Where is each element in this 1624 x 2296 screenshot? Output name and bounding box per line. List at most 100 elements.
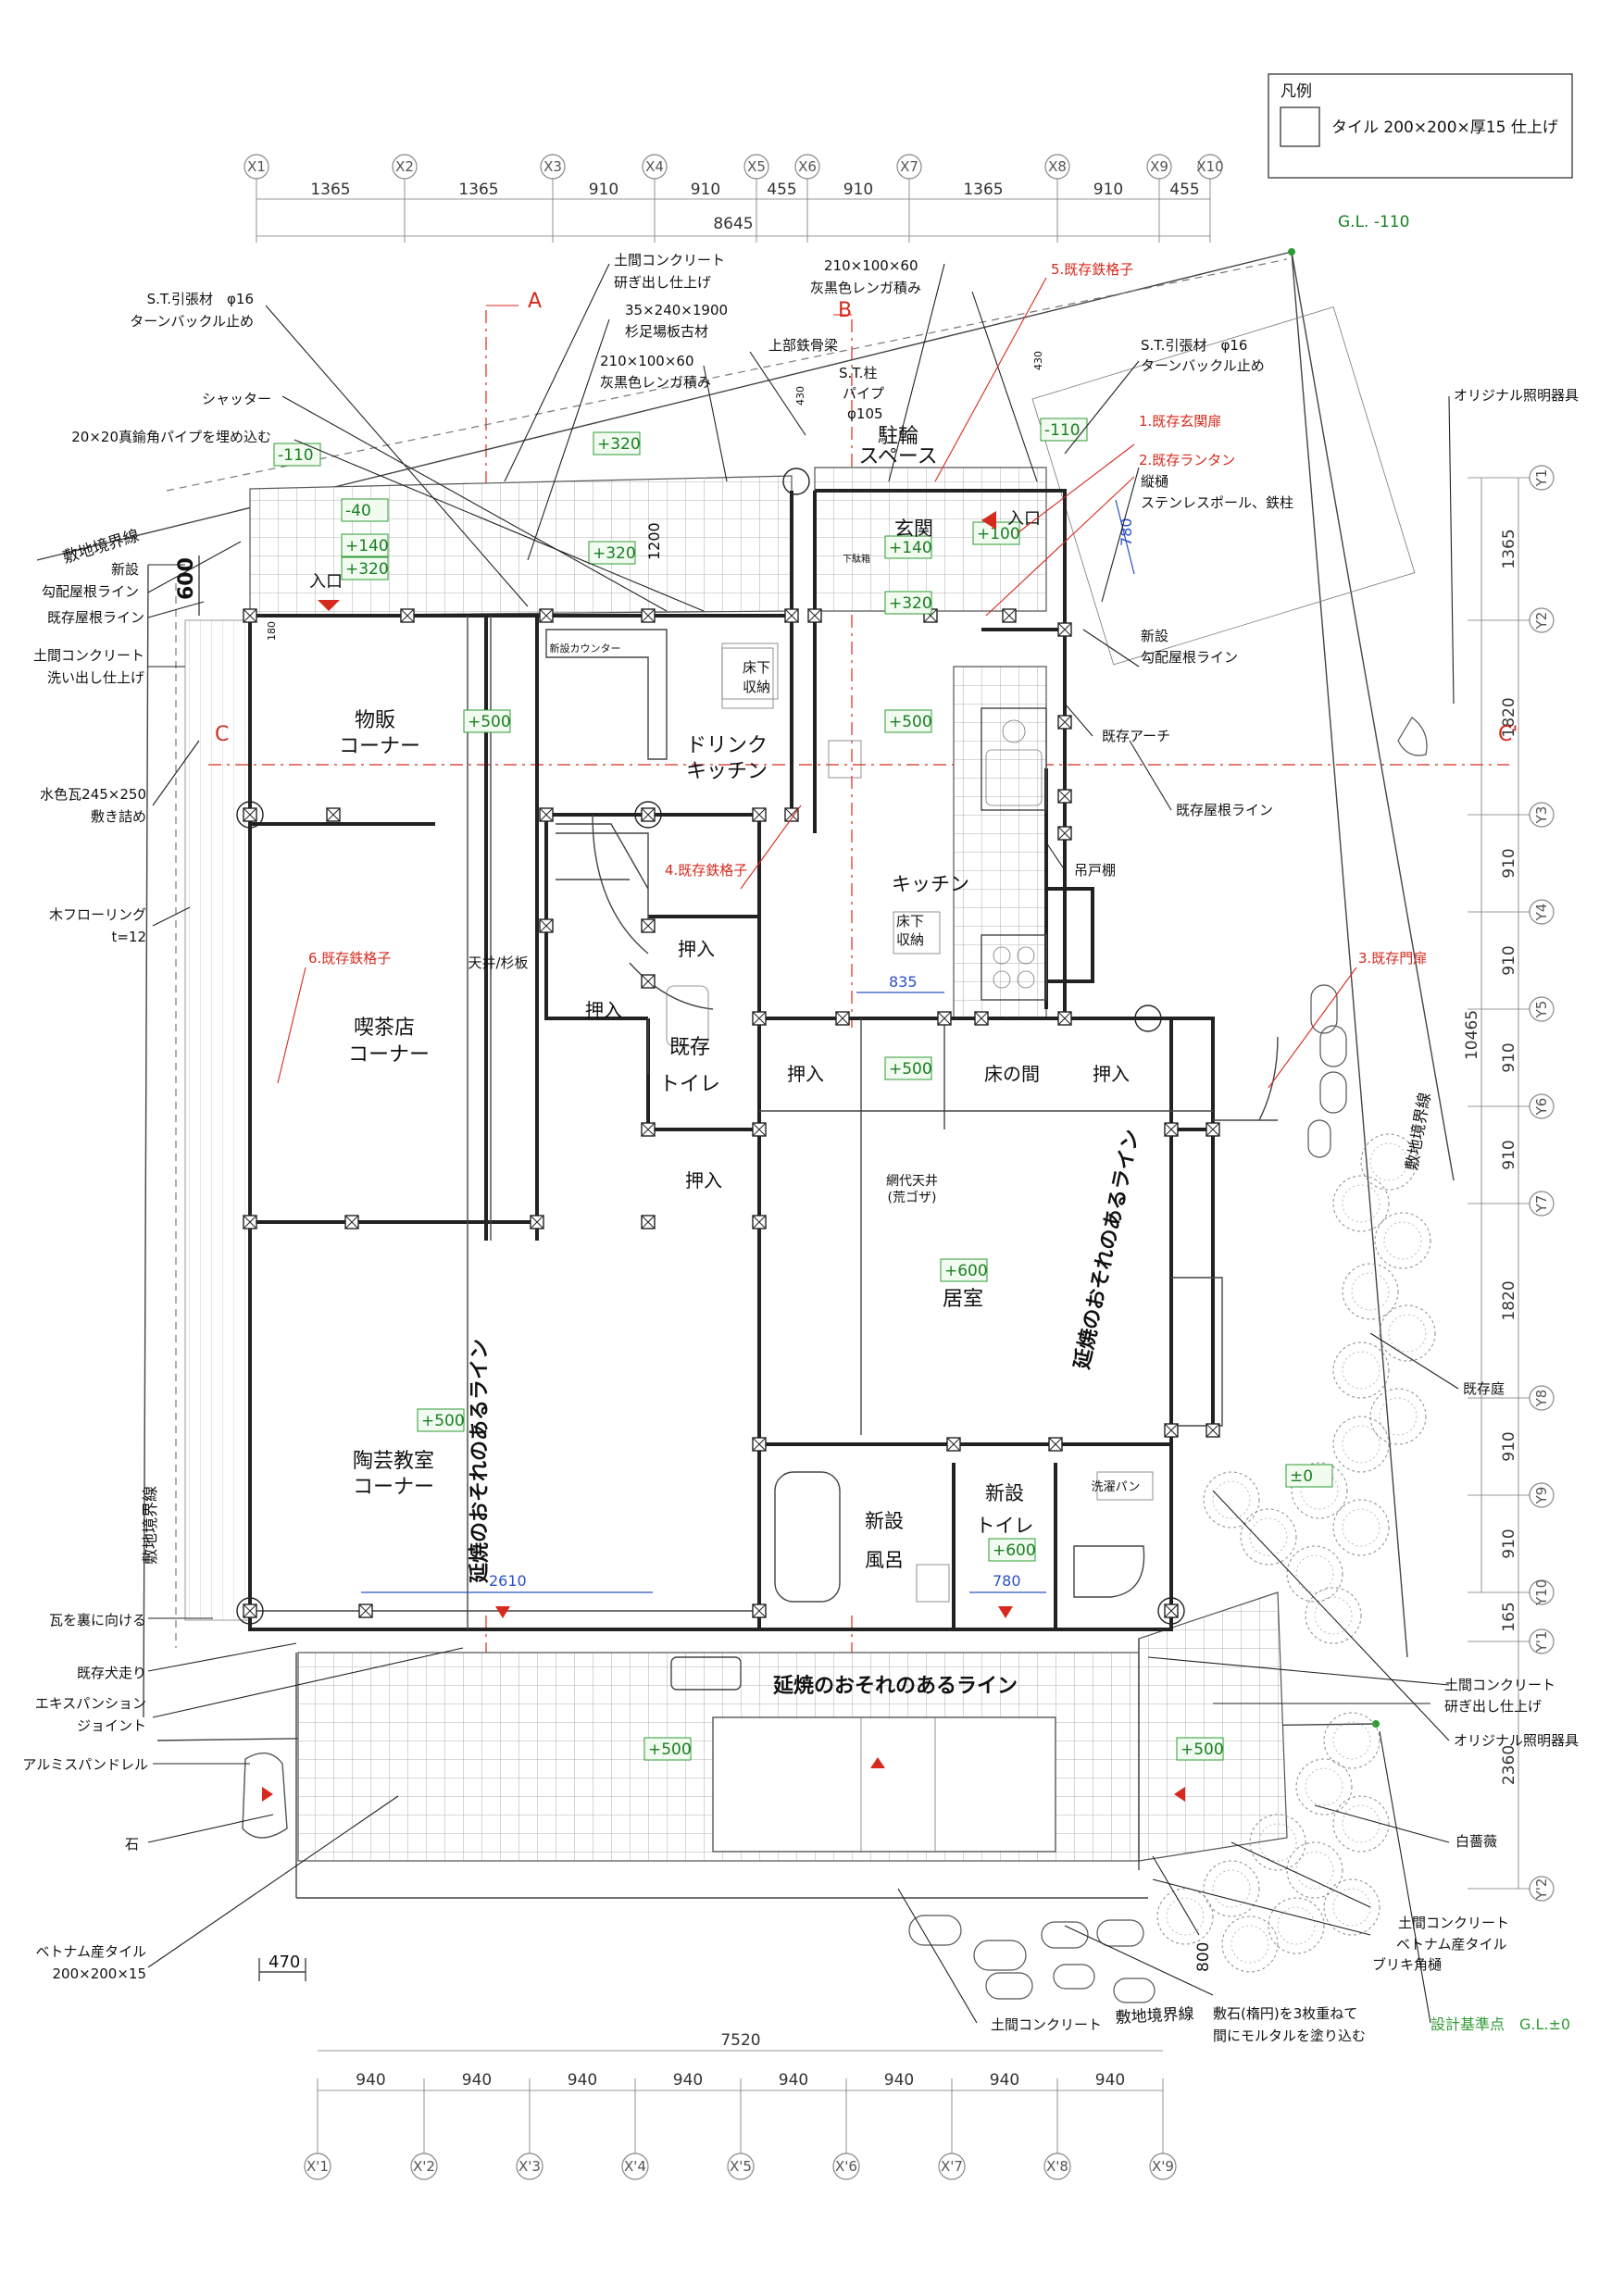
steel-column bbox=[236, 801, 264, 829]
level-tag-box bbox=[341, 533, 389, 557]
grid-span: 1820 bbox=[1500, 697, 1518, 737]
grid-label: X'2 bbox=[413, 2158, 435, 2175]
stepping-stone bbox=[1310, 984, 1338, 1034]
shrub bbox=[1268, 1897, 1325, 1954]
dim-1200: 1200 bbox=[645, 522, 663, 560]
level-tag: +500 bbox=[1181, 1741, 1224, 1759]
note-red-lattice-5: 5.既存鉄格子 bbox=[1051, 261, 1133, 278]
note-spandrel: アルミスパンドレル bbox=[22, 1756, 148, 1773]
grid-label: Y'2 bbox=[1533, 1878, 1550, 1901]
grid-label: Y1 bbox=[1533, 469, 1550, 488]
room-kitchen: キッチン bbox=[892, 873, 969, 895]
room-laundry: 洗濯パン bbox=[1092, 1480, 1141, 1494]
note-r-turnbuckle: ターンバックル止め bbox=[1141, 357, 1265, 374]
note-brick-2: 灰黒色レンガ積み bbox=[810, 280, 921, 296]
room-tokonoma: 床の間 bbox=[984, 1063, 1040, 1085]
note-stone: 石 bbox=[125, 1836, 139, 1853]
shrub bbox=[1249, 1814, 1306, 1871]
grid-span: 1365 bbox=[458, 181, 498, 199]
stepping-stone bbox=[1041, 1921, 1089, 1949]
room-entrance: 玄関 bbox=[894, 518, 933, 540]
note-st-column: S.T.柱 bbox=[839, 365, 877, 381]
level-tag-box bbox=[988, 1538, 1036, 1562]
leaders bbox=[147, 263, 1459, 2024]
room-toilet-new-1: 新設 bbox=[985, 1482, 1024, 1504]
note-r-pole: ステンレスポール、鉄柱 bbox=[1141, 494, 1293, 511]
grid-label: X'8 bbox=[1046, 2158, 1068, 2175]
note-r-togidashi: 研ぎ出し仕上げ bbox=[1444, 1698, 1542, 1715]
grid-label: X3 bbox=[543, 158, 562, 175]
shrub bbox=[1221, 1915, 1279, 1973]
grid-right: Y1Y2Y3Y4Y5Y6Y7Y8Y9Y10Y'1Y'21365182091091… bbox=[1463, 465, 1555, 1902]
level-tag: +140 bbox=[889, 539, 932, 557]
grid-label: Y5 bbox=[1533, 1001, 1550, 1019]
room-toilet-old-2: トイレ bbox=[659, 1073, 720, 1096]
stepping-stone bbox=[1307, 1119, 1331, 1158]
note-washed: 洗い出し仕上げ bbox=[47, 669, 144, 686]
note-brass-pipe: 20×20真鍮角パイプを埋め込む bbox=[71, 429, 271, 445]
grid-span: 940 bbox=[568, 2071, 597, 2090]
note-r-lighting-1: オリジナル照明器具 bbox=[1454, 387, 1579, 404]
note-wood-floor: 木フローリング bbox=[49, 906, 146, 923]
level-tags: +320-110-40+140+320+320-110+140+100+320+… bbox=[273, 418, 1333, 1761]
note-r-existing-roof: 既存屋根ライン bbox=[1176, 802, 1273, 818]
level-tag: +600 bbox=[944, 1262, 988, 1280]
legend-item: タイル 200×200×厚15 仕上げ bbox=[1331, 119, 1558, 137]
legend-title: 凡例 bbox=[1280, 82, 1312, 101]
level-tag-box bbox=[417, 1408, 465, 1432]
grid-span: 910 bbox=[589, 181, 618, 199]
level-tag-box bbox=[341, 556, 389, 580]
note-r-rose: 白薔薇 bbox=[1455, 1833, 1497, 1850]
grid-label: Y4 bbox=[1533, 904, 1550, 922]
note-slope-roof-1: 勾配屋根ライン bbox=[42, 583, 139, 600]
grid-span: 2360 bbox=[1500, 1745, 1518, 1785]
level-tag-box bbox=[593, 431, 641, 455]
shrub bbox=[1295, 1758, 1353, 1816]
grid-span: 1365 bbox=[963, 181, 1003, 199]
dim-780b: 780 bbox=[1118, 518, 1135, 546]
note-t12: t=12 bbox=[111, 929, 146, 945]
room-oshiire-4: 押入 bbox=[787, 1063, 824, 1085]
grid-label: X9 bbox=[1150, 158, 1168, 175]
shrub bbox=[1332, 1499, 1390, 1556]
note-r-vn-tile: ベトナム産タイル bbox=[1396, 1936, 1507, 1953]
room-oshiire-2: 押入 bbox=[585, 999, 622, 1021]
room-storage-2b: 収納 bbox=[896, 931, 924, 948]
room-cafe-1: 喫茶店 bbox=[354, 1017, 415, 1040]
top-notes: 土間コンクリート 研ぎ出し仕上げ 35×240×1900 杉足場板古材 210×… bbox=[600, 252, 921, 422]
note-scaffold: 杉足場板古材 bbox=[625, 323, 708, 340]
note-blue-tile: 水色瓦245×250 bbox=[40, 786, 146, 803]
grid-label: X4 bbox=[645, 158, 664, 175]
note-r-boundary-2: 敷地境界線 bbox=[1115, 2005, 1194, 2028]
grid-span: 940 bbox=[1095, 2071, 1125, 2090]
note-r-mortar: 間にモルタルを塗り込む bbox=[1213, 2028, 1366, 2044]
level-tag: +320 bbox=[597, 435, 641, 454]
level-tag: +320 bbox=[345, 560, 389, 579]
shrub bbox=[1305, 1587, 1362, 1644]
room-pottery-2: コーナー bbox=[353, 1476, 434, 1499]
dim-430: 430 bbox=[794, 386, 806, 406]
note-vn-size: 200×200×15 bbox=[53, 1965, 146, 1982]
note-brick-size-1: 210×100×60 bbox=[600, 353, 693, 369]
grid-span: 940 bbox=[673, 2071, 703, 2090]
grid-label: X6 bbox=[798, 158, 817, 175]
level-tag: +500 bbox=[889, 1060, 932, 1079]
level-tag: +500 bbox=[468, 713, 511, 731]
grid-total: 8645 bbox=[713, 215, 753, 233]
room-sales-1: 物販 bbox=[355, 709, 395, 732]
stepping-stone bbox=[985, 1972, 1033, 2000]
grid-span: 910 bbox=[1500, 1529, 1518, 1558]
note-brick-1: 灰黒色レンガ積み bbox=[600, 374, 711, 391]
note-pipe: パイプ bbox=[843, 385, 884, 402]
note-joint: ジョイント bbox=[77, 1717, 146, 1734]
dim-600: 600 bbox=[175, 557, 198, 600]
room-storage-1b: 収納 bbox=[743, 679, 770, 695]
note-brick-size-2: 210×100×60 bbox=[824, 257, 918, 274]
shrub bbox=[1240, 1508, 1297, 1566]
fire-line-v2: 延焼のおそれのあるライン bbox=[1069, 1128, 1144, 1373]
grid-label: X2 bbox=[395, 158, 414, 175]
room-toilet-new-2: トイレ bbox=[976, 1515, 1034, 1537]
note-red-gate-3: 3.既存門扉 bbox=[1358, 950, 1427, 967]
level-tag-box bbox=[341, 498, 389, 522]
